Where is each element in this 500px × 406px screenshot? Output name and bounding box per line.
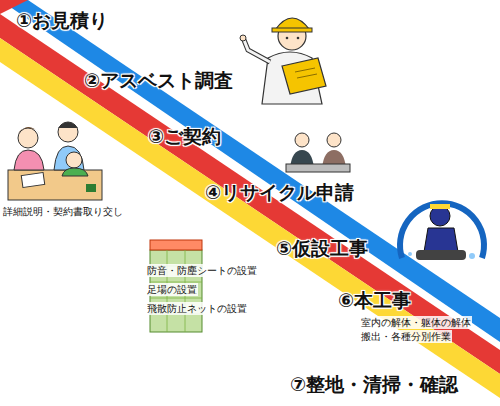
note-text: 防音・防塵シートの設置: [146, 264, 258, 277]
note-text: 足場の設置: [146, 283, 198, 296]
step-label: ⑦整地・清掃・確認: [290, 372, 458, 396]
step-label: ⑤仮設工事: [276, 236, 368, 260]
note-text: 搬出・各種分別作業: [360, 330, 452, 343]
red-stripe: [0, 14, 500, 374]
step-label: ④リサイクル申請: [205, 180, 354, 204]
note-text: 詳細説明・契約書取り交し: [2, 205, 124, 218]
demolition-figure: [400, 203, 484, 260]
meeting-figure: [286, 133, 350, 172]
worker-figure: [240, 18, 326, 104]
explanation-figure: [8, 122, 102, 200]
note-text: 室内の解体・躯体の解体: [360, 316, 472, 329]
step-label: ①お見積り: [16, 8, 108, 32]
step-label: ②アスベスト調査: [84, 68, 233, 92]
note-text: 飛散防止ネットの設置: [146, 302, 248, 315]
yellow-stripe: [0, 38, 500, 398]
step-label: ③ご契約: [148, 124, 221, 148]
blue-stripe: [0, 0, 500, 342]
step-label: ⑥本工事: [338, 288, 411, 312]
